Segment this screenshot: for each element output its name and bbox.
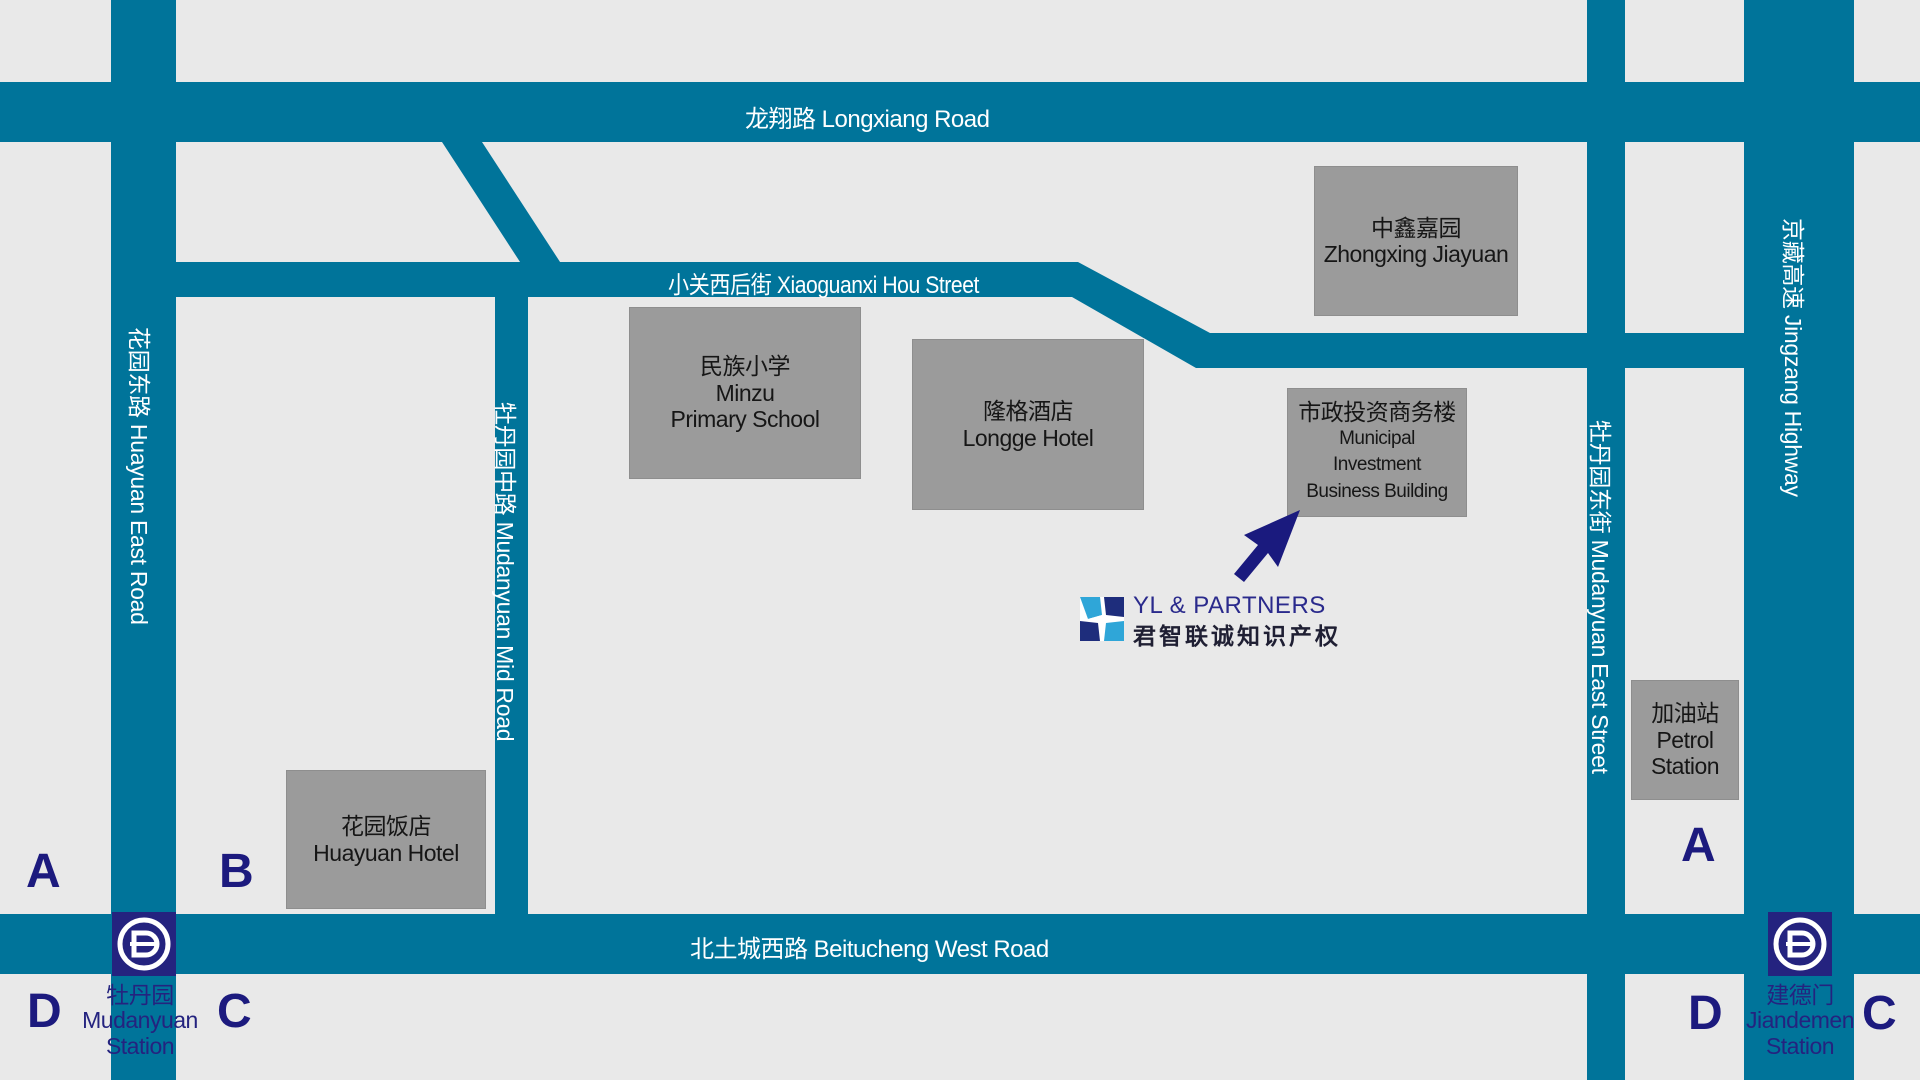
road-label-xiaoguanxi: 小关西后街 Xiaoguanxi Hou Street xyxy=(668,272,979,299)
logo-company-name: YL & PARTNERS xyxy=(1133,592,1326,619)
station-mudanyuan: 牡丹园 Mudanyuan Station xyxy=(70,982,210,1059)
building-name-cn: 花园饭店 xyxy=(341,813,432,840)
road-diagonal-connector xyxy=(442,142,562,265)
road-jingzang xyxy=(1744,0,1854,1080)
logo-company-name-cn: 君智联诚知识产权 xyxy=(1133,623,1341,649)
metro-logo-shape xyxy=(117,917,171,971)
road-label-mudanyuan-east: 牡丹园东街 Mudanyuan East Street xyxy=(1587,420,1613,774)
building-name-cn: 隆格酒店 xyxy=(983,398,1074,425)
metro-logo-shape xyxy=(1773,917,1827,971)
station-name-en: Station xyxy=(1765,1032,1835,1059)
road-mudanyuan-mid xyxy=(495,262,528,914)
building-municipal-investment: 市政投资商务楼 Municipal Investment Business Bu… xyxy=(1287,388,1467,517)
exit-d-right: D xyxy=(1688,987,1723,1040)
station-jiandemen: 建德门 Jiandemen Station xyxy=(1740,982,1860,1059)
road-huayuan-east xyxy=(111,0,176,1080)
exit-d-left: D xyxy=(27,985,62,1038)
road-xiaoguanxi xyxy=(176,262,1744,368)
metro-icon xyxy=(112,912,176,976)
building-name-en: Huayuan Hotel xyxy=(313,839,459,866)
building-huayuan-hotel: 花园饭店 Huayuan Hotel xyxy=(286,770,486,909)
road-label-beitucheng: 北土城西路 Beitucheng West Road xyxy=(690,936,1049,963)
building-name-cn: 市政投资商务楼 xyxy=(1298,399,1456,426)
building-minzu-primary-school: 民族小学 Minzu Primary School xyxy=(629,307,861,479)
yl-partners-logo: YL & PARTNERS 君智联诚知识产权 xyxy=(1080,592,1340,649)
building-name-cn: 民族小学 xyxy=(700,353,791,380)
building-name-en: Municipal xyxy=(1339,427,1415,449)
building-longge-hotel: 隆格酒店 Longge Hotel xyxy=(912,339,1144,510)
road-label-mudanyuan-mid: 牡丹园中路 Mudanyuan Mid Road xyxy=(492,402,518,742)
building-name-cn: 加油站 xyxy=(1651,700,1719,727)
metro-icon xyxy=(1768,912,1832,976)
road-label-huayuan-east: 花园东路 Huayuan East Road xyxy=(126,327,152,625)
building-name-en: Business Building xyxy=(1306,481,1448,503)
building-petrol-station: 加油站 Petrol Station xyxy=(1631,680,1739,800)
building-name-en: Longge Hotel xyxy=(962,424,1094,451)
building-name-en: Zhongxing Jiayuan xyxy=(1323,241,1509,267)
road-mudanyuan-east xyxy=(1587,0,1625,1080)
station-name-en: Mudanyuan xyxy=(82,1007,198,1034)
yl-partners-logo-icon xyxy=(1080,597,1124,641)
building-name-en: Station xyxy=(1650,753,1720,780)
building-name-cn: 中鑫嘉园 xyxy=(1371,214,1462,241)
station-name-en: Station xyxy=(105,1032,175,1059)
road-label-jingzang: 京藏高速 Jingzang Highway xyxy=(1780,218,1806,497)
building-name-en: Investment xyxy=(1333,454,1421,476)
exit-c-right: C xyxy=(1862,987,1897,1040)
building-name-en: Petrol xyxy=(1656,726,1714,753)
station-name-cn: 建德门 xyxy=(1766,982,1834,1008)
exit-a-left: A xyxy=(26,845,61,898)
exit-a-right: A xyxy=(1681,819,1716,872)
exit-c-left: C xyxy=(217,985,252,1038)
station-name-en: Jiandemen xyxy=(1745,1007,1855,1034)
road-label-longxiang: 龙翔路 Longxiang Road xyxy=(745,106,990,133)
building-name-en: Primary School xyxy=(670,406,820,433)
building-name-en: Minzu xyxy=(715,379,775,406)
station-name-cn: 牡丹园 xyxy=(106,982,174,1008)
building-zhongxing-jiayuan: 中鑫嘉园 Zhongxing Jiayuan xyxy=(1314,166,1518,316)
exit-b-left: B xyxy=(219,845,254,898)
